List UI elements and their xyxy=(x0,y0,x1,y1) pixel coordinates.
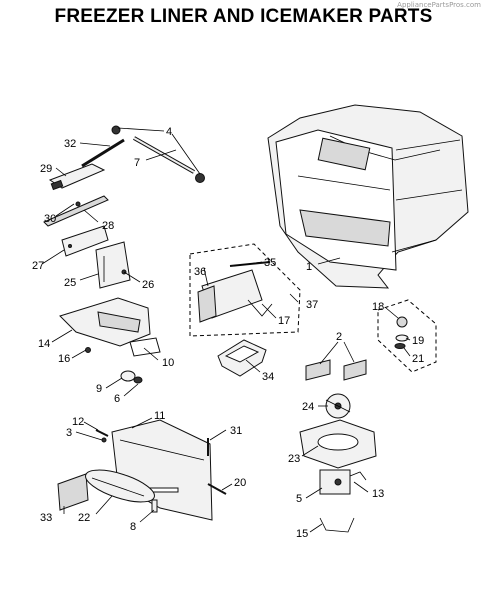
damper-knob[interactable] xyxy=(120,370,143,384)
air-diffuser[interactable] xyxy=(59,297,161,357)
callout-32: 32 xyxy=(64,138,76,150)
bracket[interactable] xyxy=(61,225,109,257)
callout-8: 8 xyxy=(130,521,136,533)
callout-37: 37 xyxy=(306,299,318,311)
callout-34: 34 xyxy=(262,371,274,383)
thermistor[interactable] xyxy=(207,438,227,495)
callout-10: 10 xyxy=(162,357,174,369)
diagram-title: FREEZER LINER AND ICEMAKER PARTS xyxy=(54,6,433,27)
callout-36: 36 xyxy=(194,266,206,278)
callout-18: 18 xyxy=(372,301,384,313)
callout-26: 26 xyxy=(142,279,154,291)
clip[interactable] xyxy=(151,499,158,513)
motor-bracket[interactable] xyxy=(319,517,355,533)
water-valve-fitting[interactable] xyxy=(377,299,437,373)
callout-31: 31 xyxy=(230,425,242,437)
callout-16: 16 xyxy=(58,353,70,365)
leader-lines xyxy=(41,127,411,533)
callout-28: 28 xyxy=(102,220,114,232)
callout-23: 23 xyxy=(288,453,300,465)
callout-5: 5 xyxy=(296,493,302,505)
callout-25: 25 xyxy=(64,277,76,289)
fan-housing[interactable] xyxy=(299,419,377,469)
fan-blade[interactable] xyxy=(325,393,351,419)
callout-22: 22 xyxy=(78,512,90,524)
callout-13: 13 xyxy=(372,488,384,500)
callout-12: 12 xyxy=(72,416,84,428)
screw[interactable] xyxy=(95,429,109,443)
freezer-liner[interactable] xyxy=(267,104,469,289)
callout-27: 27 xyxy=(32,260,44,272)
callout-labels: 1 2 3 4 5 6 7 8 9 10 11 12 13 14 15 16 1… xyxy=(32,126,424,540)
callout-17: 17 xyxy=(278,315,290,327)
callout-7: 7 xyxy=(134,157,140,169)
light-housing[interactable] xyxy=(43,163,109,227)
gasket-set[interactable] xyxy=(305,359,367,381)
rear-panel[interactable] xyxy=(111,419,213,521)
icemaker-assembly[interactable] xyxy=(189,243,301,337)
callout-33: 33 xyxy=(40,512,52,524)
callout-9: 9 xyxy=(96,383,102,395)
callout-24: 24 xyxy=(302,401,314,413)
callout-35: 35 xyxy=(264,257,276,269)
callout-20: 20 xyxy=(234,477,246,489)
callout-29: 29 xyxy=(40,163,52,175)
callout-19: 19 xyxy=(412,335,424,347)
callout-2: 2 xyxy=(336,331,342,343)
callout-3: 3 xyxy=(66,427,72,439)
callout-21: 21 xyxy=(412,353,424,365)
callout-4: 4 xyxy=(166,126,172,138)
callout-11: 11 xyxy=(154,410,165,422)
fan-motor[interactable] xyxy=(319,469,367,495)
callout-14: 14 xyxy=(38,338,50,350)
callout-6: 6 xyxy=(114,393,120,405)
lamp-cover[interactable] xyxy=(57,463,158,511)
watermark: AppliancePartsPros.com xyxy=(397,1,481,9)
callout-15: 15 xyxy=(296,528,308,540)
control-bracket[interactable] xyxy=(95,241,131,289)
callout-1: 1 xyxy=(306,261,312,273)
callout-30: 30 xyxy=(44,213,56,225)
